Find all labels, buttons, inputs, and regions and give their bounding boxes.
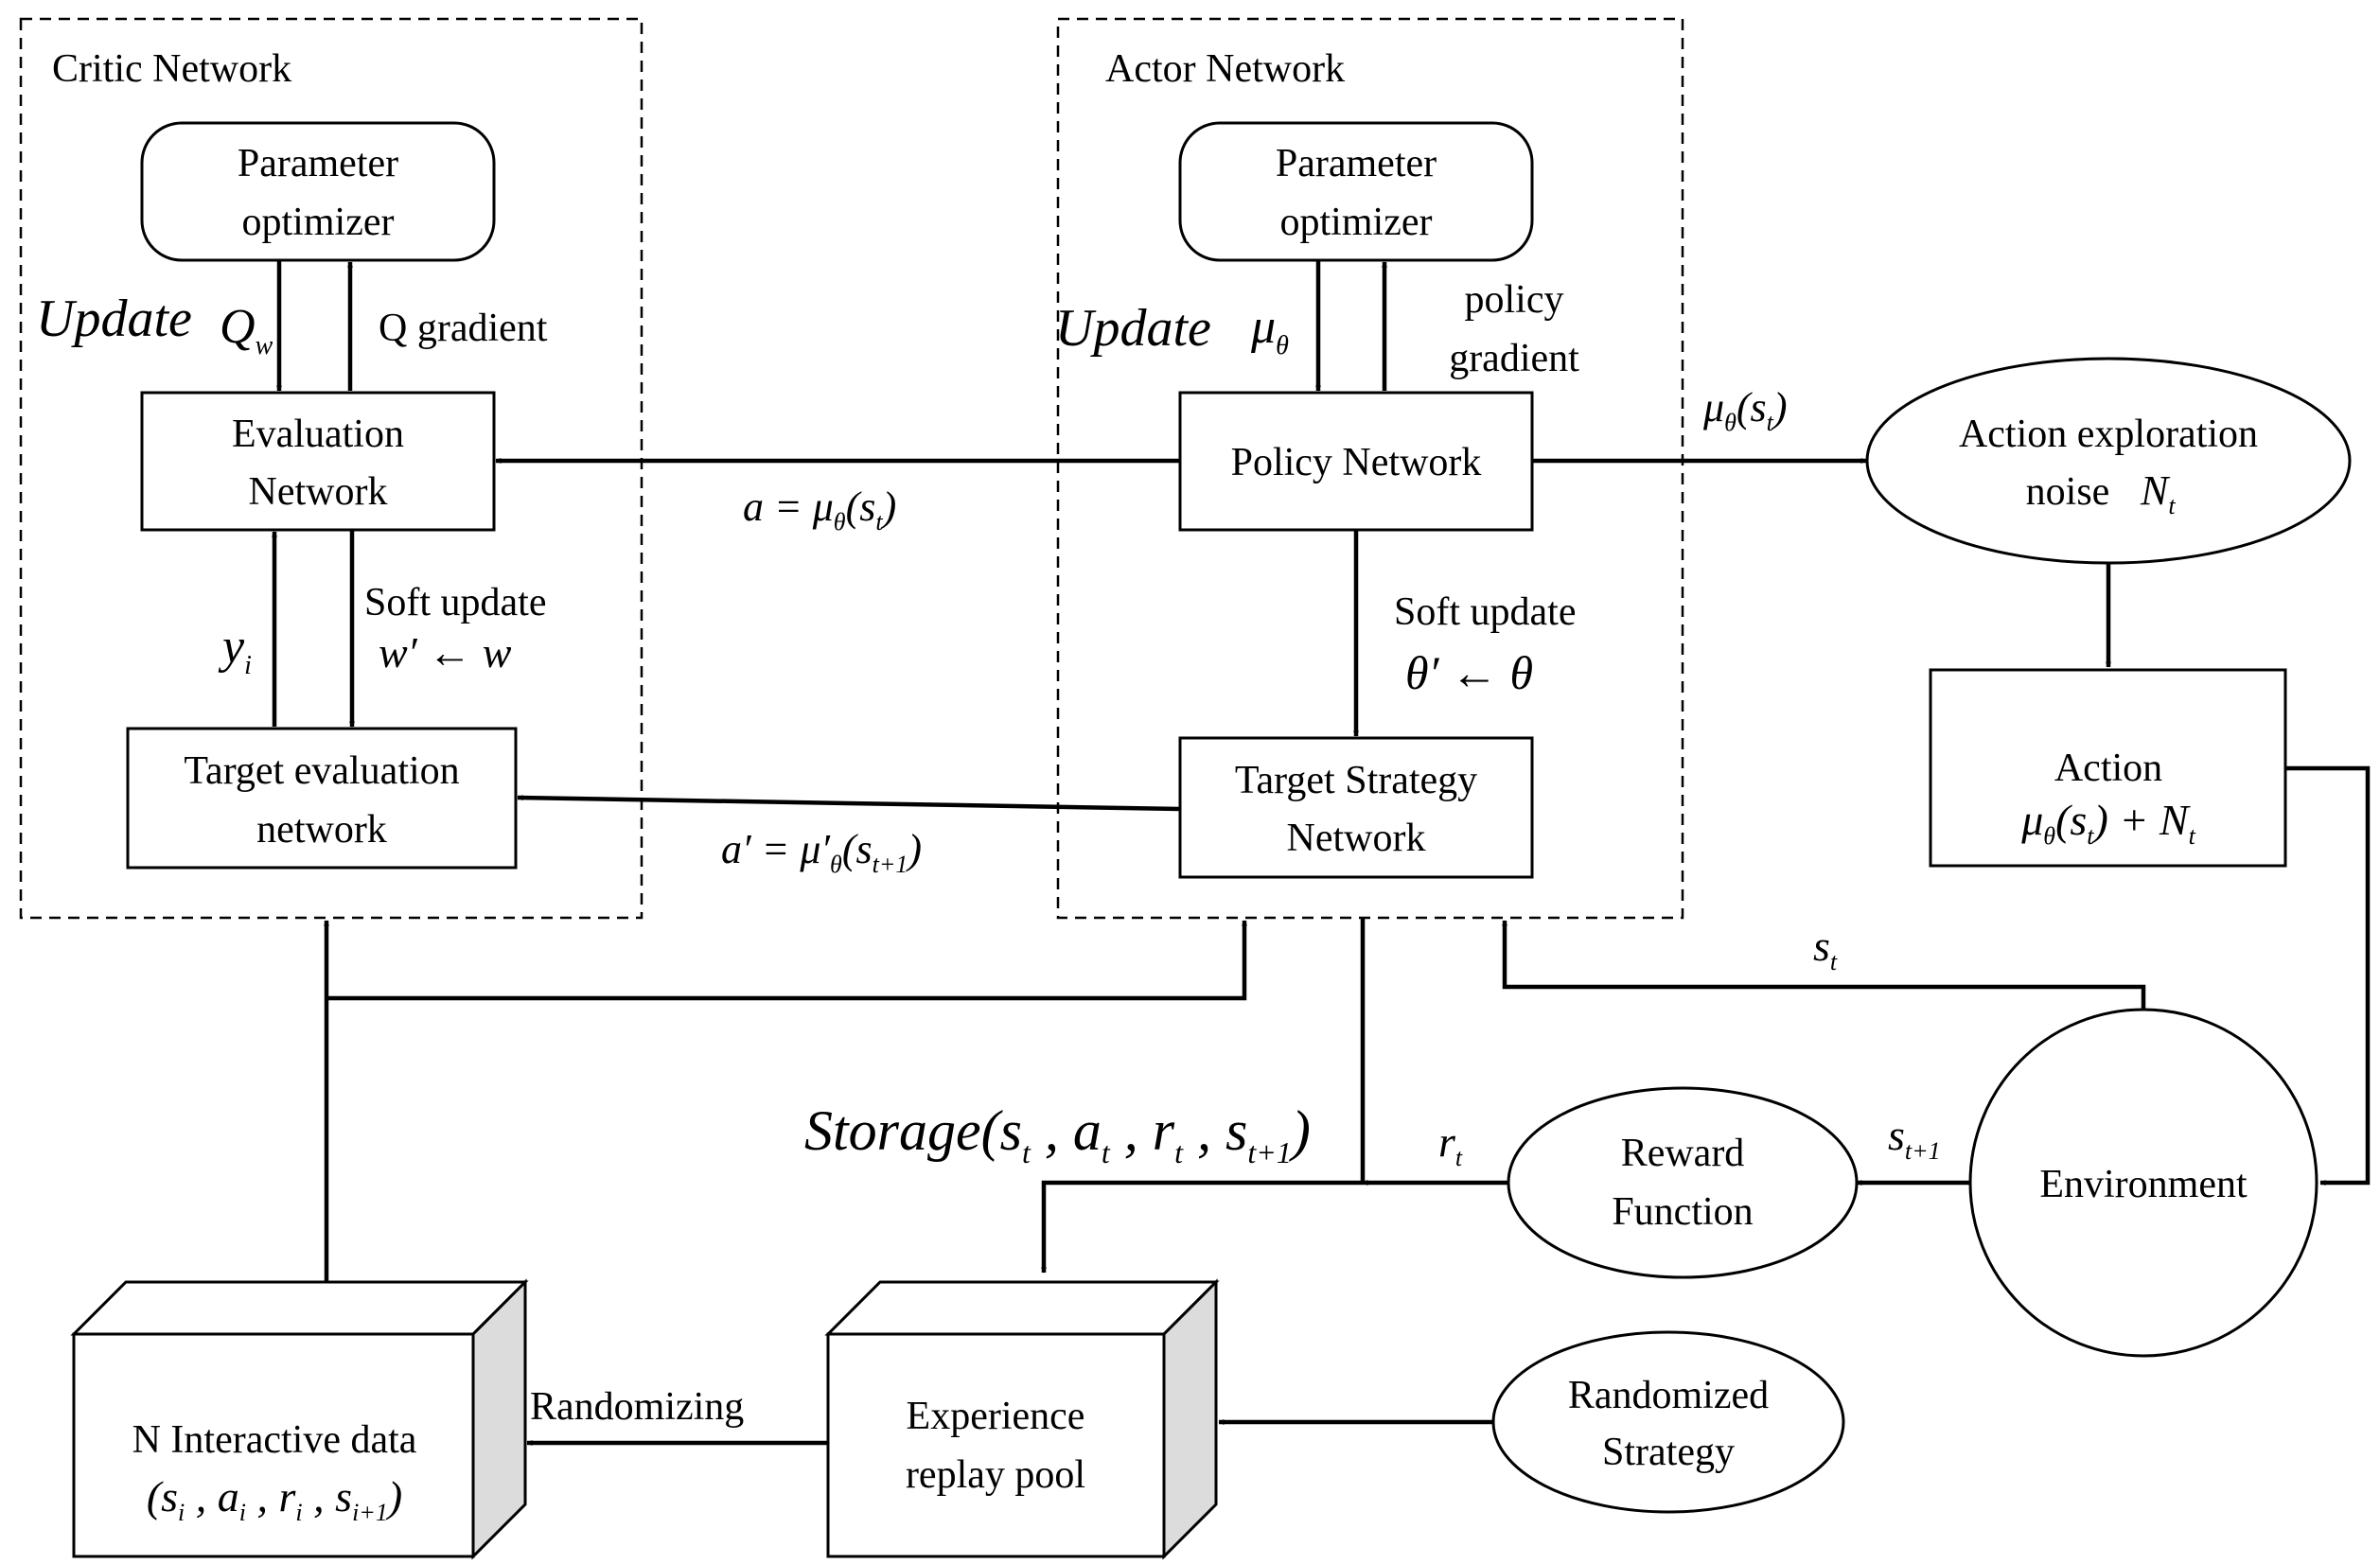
actor-soft-update-label: Soft update (1394, 590, 1576, 634)
actor-update-label: Update (1055, 299, 1211, 358)
target-strategy-to-target-eval-arrow (517, 795, 1181, 812)
storage-label: Storage(st , at , rt , st+1) (804, 1099, 1311, 1169)
interactive-cube-top (70, 1280, 529, 1336)
critic-network-group (19, 17, 643, 920)
policy-gradient-line1: policy (1465, 278, 1564, 322)
mu-subscript: θ (1276, 331, 1289, 360)
randomized-strategy-ellipse (1491, 1330, 1845, 1514)
mu-letter: μ (1250, 300, 1276, 354)
replay-line2: replay pool (906, 1453, 1085, 1497)
critic-update-label: Update (36, 290, 192, 348)
reward-line1: Reward (1621, 1132, 1745, 1175)
randomizing-label: Randomizing (530, 1385, 744, 1429)
y-subscript: i (244, 651, 252, 680)
evaluation-network-line2: Network (249, 470, 388, 514)
mu-st-label: μθ(st) (1702, 384, 1788, 436)
noise-subscript: t (2168, 492, 2176, 519)
actor-soft-rule: θ′ ← θ (1405, 646, 1533, 699)
st-label: st (1813, 922, 1838, 975)
randomized-line1: Randomized (1568, 1374, 1769, 1417)
experience-replay-pool-box (826, 1332, 1166, 1558)
target-evaluation-line1: Target evaluation (184, 749, 459, 793)
target-strategy-network-box (1178, 736, 1534, 879)
y-letter: y (218, 620, 245, 674)
storage-to-replay-arrow (1041, 1180, 1363, 1274)
policy-network-label: Policy Network (1231, 441, 1482, 484)
interactive-to-actor-arrow (326, 920, 1247, 1001)
rt-label: rt (1438, 1117, 1463, 1171)
reward-function-ellipse (1507, 1086, 1859, 1279)
q-symbol: Qw (220, 300, 273, 360)
noise-line1: Action exploration (1959, 413, 2258, 456)
action-to-environment-arrow (2285, 765, 2371, 1186)
actor-parameter-optimizer (1178, 121, 1534, 262)
reward-line2: Function (1612, 1190, 1753, 1234)
randomized-line2: Strategy (1602, 1431, 1735, 1474)
critic-soft-rule: w′ ← w (379, 628, 512, 677)
a-prime-equation: a′ = μ′θ(st+1) (721, 826, 922, 878)
noise-letter: N (2140, 467, 2171, 514)
critic-optimizer-line2: optimizer (242, 201, 395, 244)
interactive-title: N Interactive data (132, 1418, 417, 1462)
actor-network-group (1056, 17, 1684, 920)
st1-label: st+1 (1888, 1111, 1941, 1165)
action-box (1929, 668, 2287, 868)
critic-parameter-optimizer (140, 121, 496, 262)
evaluation-network-line1: Evaluation (232, 413, 404, 456)
target-evaluation-network-box (126, 727, 518, 870)
yi-symbol: yi (218, 620, 252, 680)
actor-network-title: Actor Network (1105, 47, 1345, 91)
mu-theta-symbol: μθ (1250, 300, 1289, 360)
replay-cube-top (824, 1280, 1220, 1336)
target-strategy-line1: Target Strategy (1235, 759, 1477, 802)
critic-network-title: Critic Network (52, 47, 291, 91)
replay-line1: Experience (907, 1395, 1085, 1438)
target-strategy-line2: Network (1287, 817, 1426, 860)
environment-label: Environment (2039, 1163, 2248, 1206)
noise-line2: noise (2026, 470, 2110, 514)
actor-optimizer-line2: optimizer (1280, 201, 1433, 244)
policy-gradient-line2: gradient (1449, 337, 1579, 380)
action-exploration-noise-ellipse (1865, 357, 2352, 565)
action-title: Action (2054, 747, 2162, 790)
q-letter: Q (220, 300, 256, 354)
a-equation: a = μθ(st) (743, 483, 896, 536)
noise-symbol: Nt (2140, 467, 2176, 519)
interactive-data-box (72, 1332, 475, 1558)
target-evaluation-line2: network (256, 808, 387, 852)
q-subscript: w (256, 331, 273, 360)
critic-optimizer-line1: Parameter (238, 142, 398, 185)
actor-optimizer-line1: Parameter (1276, 142, 1437, 185)
st-to-actor-arrow (1502, 920, 2146, 1010)
q-gradient-label: Q gradient (379, 307, 548, 350)
critic-soft-update-label: Soft update (364, 581, 546, 624)
evaluation-network-box (140, 391, 496, 532)
